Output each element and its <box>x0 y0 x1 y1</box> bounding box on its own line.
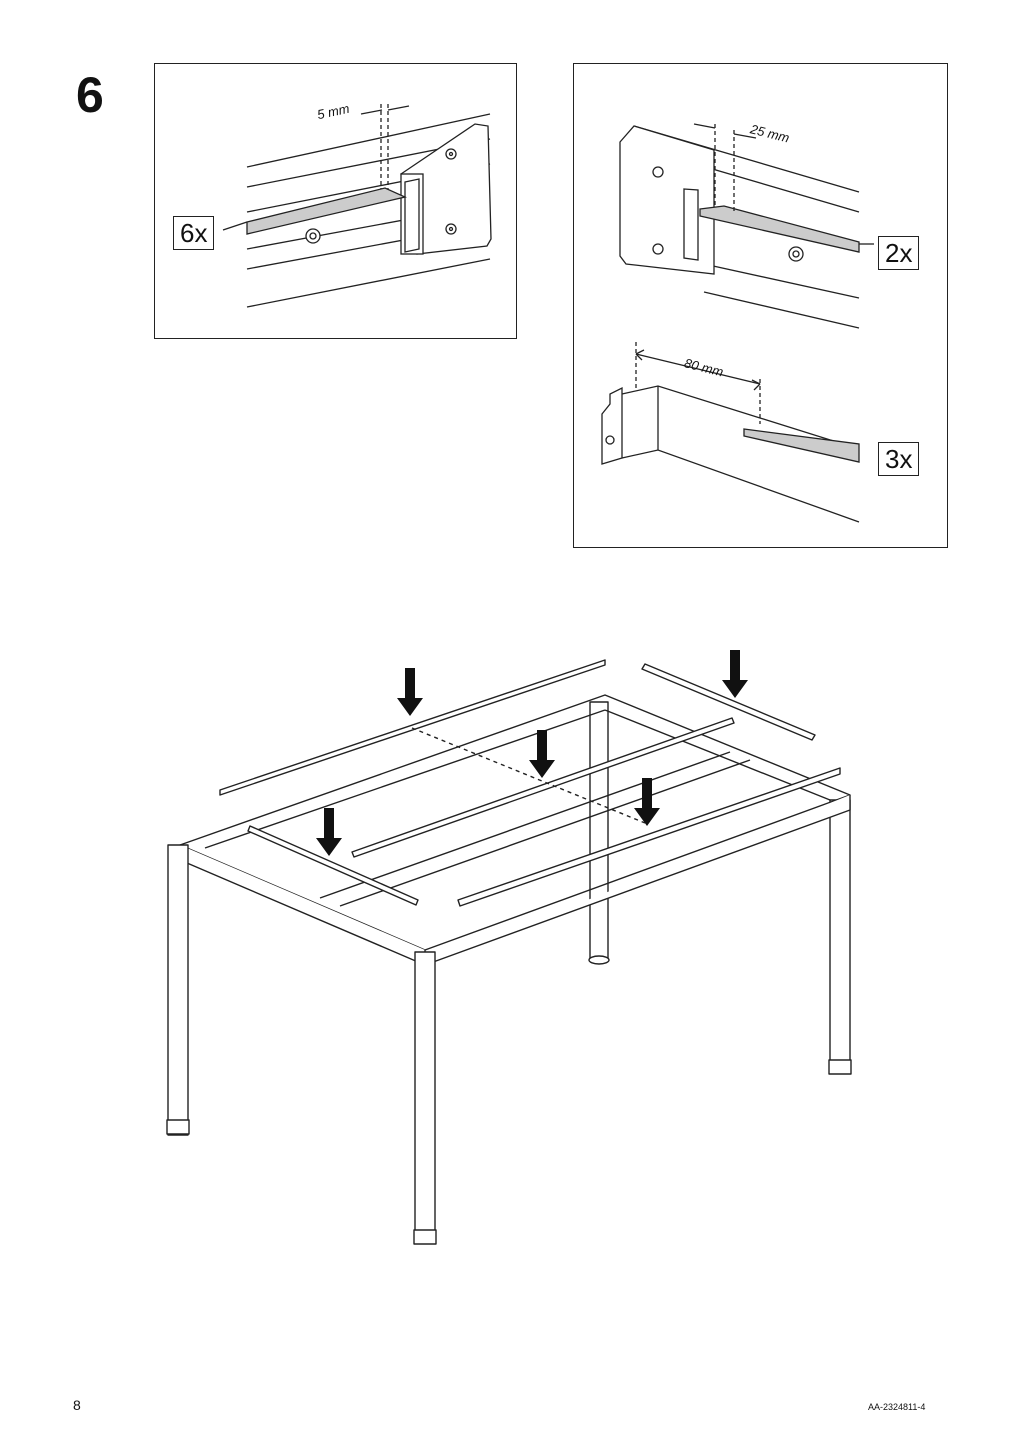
page-number: 8 <box>73 1397 81 1413</box>
step-number: 6 <box>76 67 104 123</box>
table-frame-illustration <box>166 650 852 1245</box>
rail-closeup-right-drawing <box>601 123 874 523</box>
rail-closeup-left-drawing <box>222 104 492 308</box>
document-code: AA-2324811-4 <box>868 1402 926 1412</box>
quantity-label-bottom: 3x <box>878 442 920 476</box>
quantity-label-top: 2x <box>878 236 920 270</box>
quantity-label: 6x <box>173 216 215 250</box>
detail-panel-left: 5 mm 6x <box>154 63 517 339</box>
detail-panel-right: 25 mm 2x 80 mm 3x <box>573 63 948 548</box>
